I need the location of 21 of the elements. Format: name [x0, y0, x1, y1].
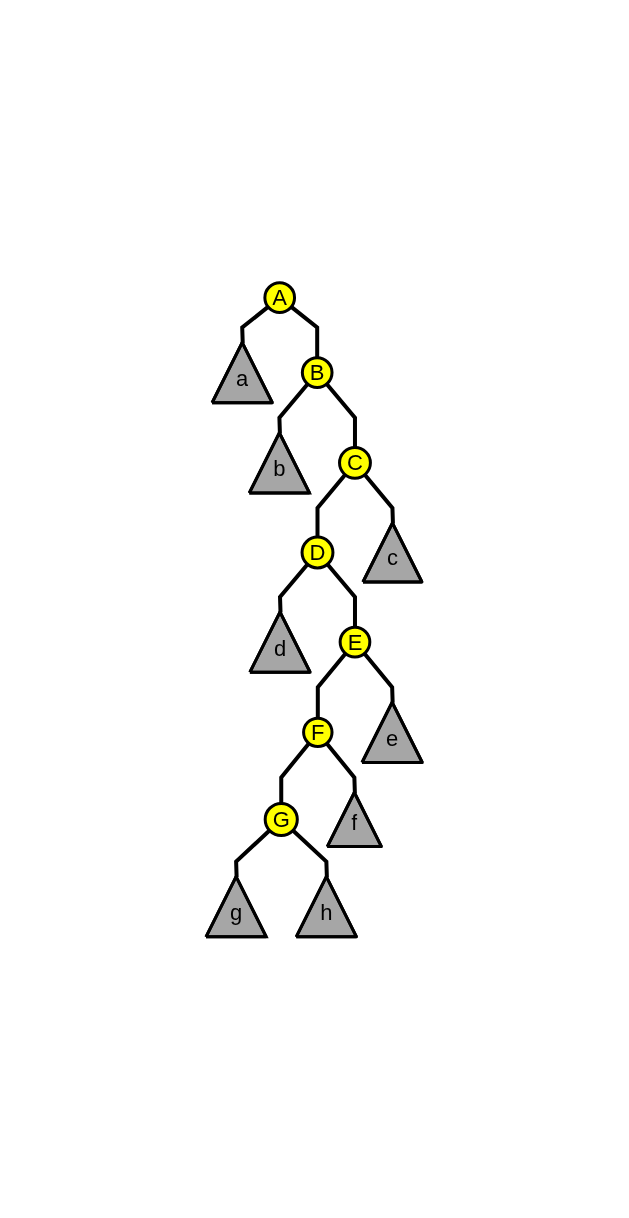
- connector: [234, 829, 272, 878]
- connector: [363, 652, 395, 703]
- node-circle: C: [338, 445, 373, 480]
- connector: [325, 742, 358, 794]
- connector: [326, 563, 358, 628]
- connector: [278, 563, 310, 613]
- connector: [292, 829, 330, 878]
- connector: [363, 473, 396, 524]
- connector: [290, 305, 320, 358]
- connector: [240, 305, 270, 344]
- node-circle: G: [264, 802, 300, 838]
- connector: [279, 742, 311, 804]
- node-circle: E: [339, 625, 372, 659]
- node-circle: B: [301, 356, 334, 389]
- connector: [315, 473, 347, 538]
- node-circle: D: [300, 535, 335, 570]
- connector: [277, 382, 310, 434]
- connector: [316, 652, 348, 719]
- connector: [325, 382, 358, 448]
- node-circle: F: [302, 716, 334, 749]
- node-circle: A: [263, 281, 297, 314]
